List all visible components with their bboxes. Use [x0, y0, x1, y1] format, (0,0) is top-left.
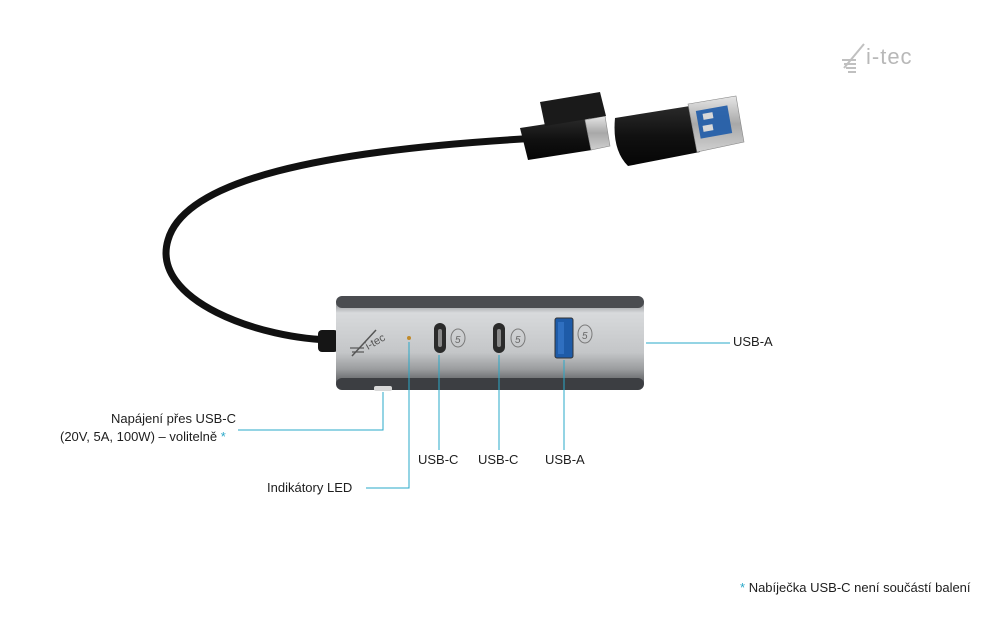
label-usb-a-bottom: USB-A [545, 452, 585, 467]
speed-badge-2: 5 [515, 335, 521, 346]
brand-swoosh-icon [842, 43, 865, 73]
brand-logo-text: i-tec [866, 44, 913, 69]
label-led: Indikátory LED [267, 480, 353, 495]
speed-badges: 5 5 5 [450, 324, 593, 348]
speed-badge-3: 5 [582, 331, 588, 342]
footnote: * Nabíječka USB-C není součástí balení [740, 580, 971, 596]
label-usb-c-2: USB-C [478, 452, 519, 467]
label-usb-c-1: USB-C [418, 452, 459, 467]
led-indicator [407, 336, 411, 340]
usb-c-adapter-plug [520, 92, 611, 160]
speed-badge-1: 5 [455, 335, 461, 346]
usb-a-plug [614, 95, 745, 166]
callout-lines [238, 342, 730, 489]
label-power-line1: Napájení přes USB-C [111, 411, 236, 426]
strain-relief [318, 330, 338, 352]
footnote-text: Nabíječka USB-C není součástí balení [748, 580, 971, 595]
callout-line-power [238, 392, 384, 431]
label-power-star: * [220, 429, 226, 444]
hub-body: i-tec [336, 296, 644, 390]
label-power-line2: (20V, 5A, 100W) – volitelně [60, 429, 218, 444]
brand-logo: i-tec [842, 43, 913, 73]
label-usb-a-right: USB-A [733, 334, 773, 349]
footnote-star: * [740, 580, 746, 595]
callout-line-led [366, 342, 410, 489]
cable [162, 134, 544, 344]
power-usb-c-port [374, 386, 392, 391]
label-power-line2-wrap: (20V, 5A, 100W) – volitelně * [60, 429, 226, 445]
